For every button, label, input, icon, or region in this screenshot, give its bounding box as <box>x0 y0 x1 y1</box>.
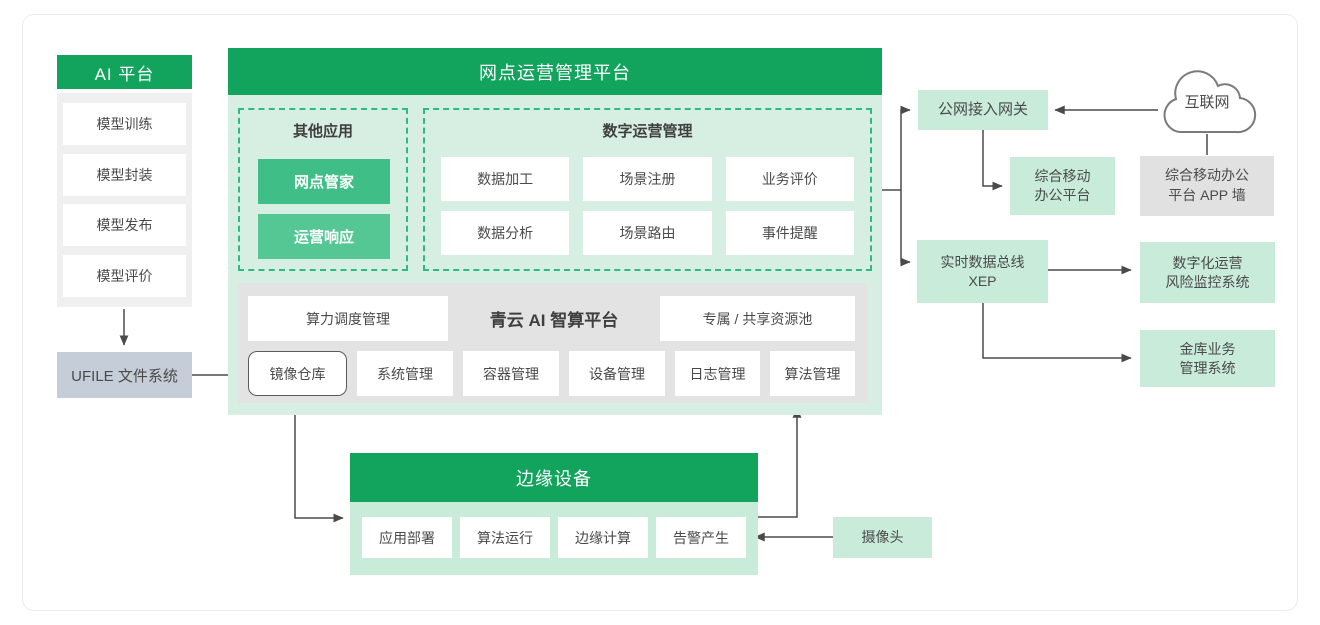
digital-ops-group: 数字运营管理 数据加工 场景注册 业务评价 数据分析 场景路由 事件提醒 <box>423 108 872 271</box>
app-wall-box: 综合移动办公 平台 APP 墙 <box>1140 156 1274 216</box>
device-management-box: 设备管理 <box>569 351 665 396</box>
data-analysis-box: 数据分析 <box>441 211 570 255</box>
alert-generation-box: 告警产生 <box>656 517 746 558</box>
scene-routing-box: 场景路由 <box>583 211 712 255</box>
branch-manager-chip: 网点管家 <box>258 159 390 204</box>
compute-scheduling-box: 算力调度管理 <box>248 296 448 341</box>
ai-compute-title: 青云 AI 智算平台 <box>489 311 619 330</box>
system-management-box: 系统管理 <box>357 351 453 396</box>
model-training-box: 模型训练 <box>63 103 186 145</box>
edge-device-header: 边缘设备 <box>350 453 758 502</box>
ai-compute-module-row: 镜像仓库 系统管理 容器管理 设备管理 日志管理 算法管理 <box>248 351 855 396</box>
edge-computing-box: 边缘计算 <box>558 517 648 558</box>
mirror-repository-box: 镜像仓库 <box>248 351 347 396</box>
ai-compute-platform: 算力调度管理 青云 AI 智算平台 专属 / 共享资源池 镜像仓库 系统管理 容… <box>238 283 867 403</box>
main-platform-header: 网点运营管理平台 <box>228 48 882 95</box>
realtime-data-bus-box: 实时数据总线 XEP <box>917 240 1048 303</box>
scene-registration-box: 场景注册 <box>583 157 712 201</box>
algorithm-management-box: 算法管理 <box>770 351 855 396</box>
edge-device-body: 应用部署 算法运行 边缘计算 告警产生 <box>350 502 758 575</box>
data-processing-box: 数据加工 <box>441 157 570 201</box>
event-reminder-box: 事件提醒 <box>725 211 854 255</box>
model-publishing-box: 模型发布 <box>63 204 186 247</box>
mobile-office-box: 综合移动 办公平台 <box>1010 157 1115 215</box>
digital-ops-title: 数字运营管理 <box>602 123 693 140</box>
ai-platform-header: AI 平台 <box>57 55 192 89</box>
internet-cloud-label: 互联网 <box>1184 93 1230 111</box>
camera-box: 摄像头 <box>833 517 932 558</box>
digital-ops-grid: 数据加工 场景注册 业务评价 数据分析 场景路由 事件提醒 <box>441 157 854 255</box>
app-deployment-box: 应用部署 <box>362 517 452 558</box>
log-management-box: 日志管理 <box>675 351 760 396</box>
model-packaging-box: 模型封装 <box>63 153 186 196</box>
model-evaluation-box: 模型评价 <box>63 254 186 297</box>
ops-response-chip: 运营响应 <box>258 214 390 259</box>
algorithm-run-box: 算法运行 <box>460 517 550 558</box>
public-gateway-box: 公网接入网关 <box>918 90 1048 130</box>
container-management-box: 容器管理 <box>463 351 559 396</box>
ufile-system-box: UFILE 文件系统 <box>57 352 192 398</box>
ai-compute-top-row: 算力调度管理 青云 AI 智算平台 专属 / 共享资源池 <box>248 296 855 341</box>
vault-system-box: 金库业务 管理系统 <box>1140 330 1275 387</box>
edge-device-row: 应用部署 算法运行 边缘计算 告警产生 <box>362 517 746 558</box>
resource-pool-box: 专属 / 共享资源池 <box>660 296 855 341</box>
risk-monitor-box: 数字化运营 风险监控系统 <box>1140 242 1275 303</box>
other-apps-title: 其他应用 <box>292 123 353 140</box>
business-evaluation-box: 业务评价 <box>725 157 854 201</box>
other-apps-group: 其他应用 网点管家 运营响应 <box>238 108 408 271</box>
ai-platform-body: 模型训练 模型封装 模型发布 模型评价 <box>57 93 192 307</box>
